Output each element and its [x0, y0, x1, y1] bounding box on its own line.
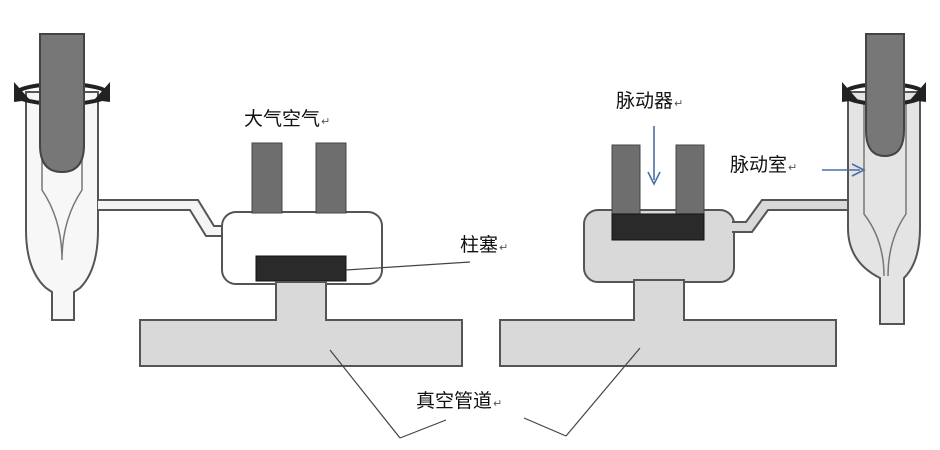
right-ring-wedge — [842, 82, 926, 102]
label-atmosphere-text: 大气空气 — [244, 108, 321, 130]
vacuum-leader-right — [565, 347, 641, 437]
label-vacuum-pipe-text: 真空管道 — [416, 390, 493, 412]
right-teat-cup — [842, 33, 926, 325]
right-vacuum-pipe — [499, 279, 837, 367]
right-plunger — [611, 213, 705, 241]
plunger-leader — [345, 261, 471, 271]
right-teat — [865, 33, 905, 158]
return-mark-icon: ↵ — [321, 115, 331, 128]
label-pulsator-text: 脉动器 — [616, 90, 674, 112]
label-plunger: 柱塞↵ — [460, 230, 508, 257]
left-tube — [98, 199, 231, 237]
left-air-port-b — [315, 142, 347, 214]
label-pulsator: 脉动器↵ — [616, 86, 683, 113]
label-pulsation-chamber: 脉动室↵ — [730, 150, 797, 177]
left-teat — [39, 33, 85, 174]
left-liner-inner — [41, 100, 83, 261]
right-air-port-b — [675, 144, 705, 216]
vacuum-leader-right-tail — [523, 417, 567, 437]
label-vacuum-pipe: 真空管道↵ — [416, 386, 502, 413]
right-liner-body — [847, 91, 921, 325]
left-plunger — [255, 255, 347, 282]
right-valve — [583, 144, 735, 283]
vacuum-leader-left — [329, 349, 401, 439]
return-mark-icon: ↵ — [674, 97, 684, 110]
left-vacuum-pipe — [139, 281, 463, 367]
left-valve — [221, 142, 383, 285]
return-mark-icon: ↵ — [493, 397, 503, 410]
left-teat-cup — [14, 33, 110, 321]
pulsator-arrow — [647, 126, 661, 186]
return-mark-icon: ↵ — [788, 161, 798, 174]
chamber-arrow — [822, 163, 866, 177]
label-pulsation-chamber-text: 脉动室 — [730, 154, 788, 176]
vacuum-leader-left-tail — [399, 419, 447, 439]
right-air-port-a — [611, 144, 641, 216]
return-mark-icon: ↵ — [499, 241, 509, 254]
right-liner-inner — [863, 104, 907, 277]
left-ring-wedge — [14, 82, 110, 102]
right-tube — [732, 199, 857, 233]
label-atmosphere: 大气空气↵ — [244, 104, 330, 131]
left-air-port-a — [251, 142, 283, 214]
label-plunger-text: 柱塞 — [460, 234, 499, 256]
